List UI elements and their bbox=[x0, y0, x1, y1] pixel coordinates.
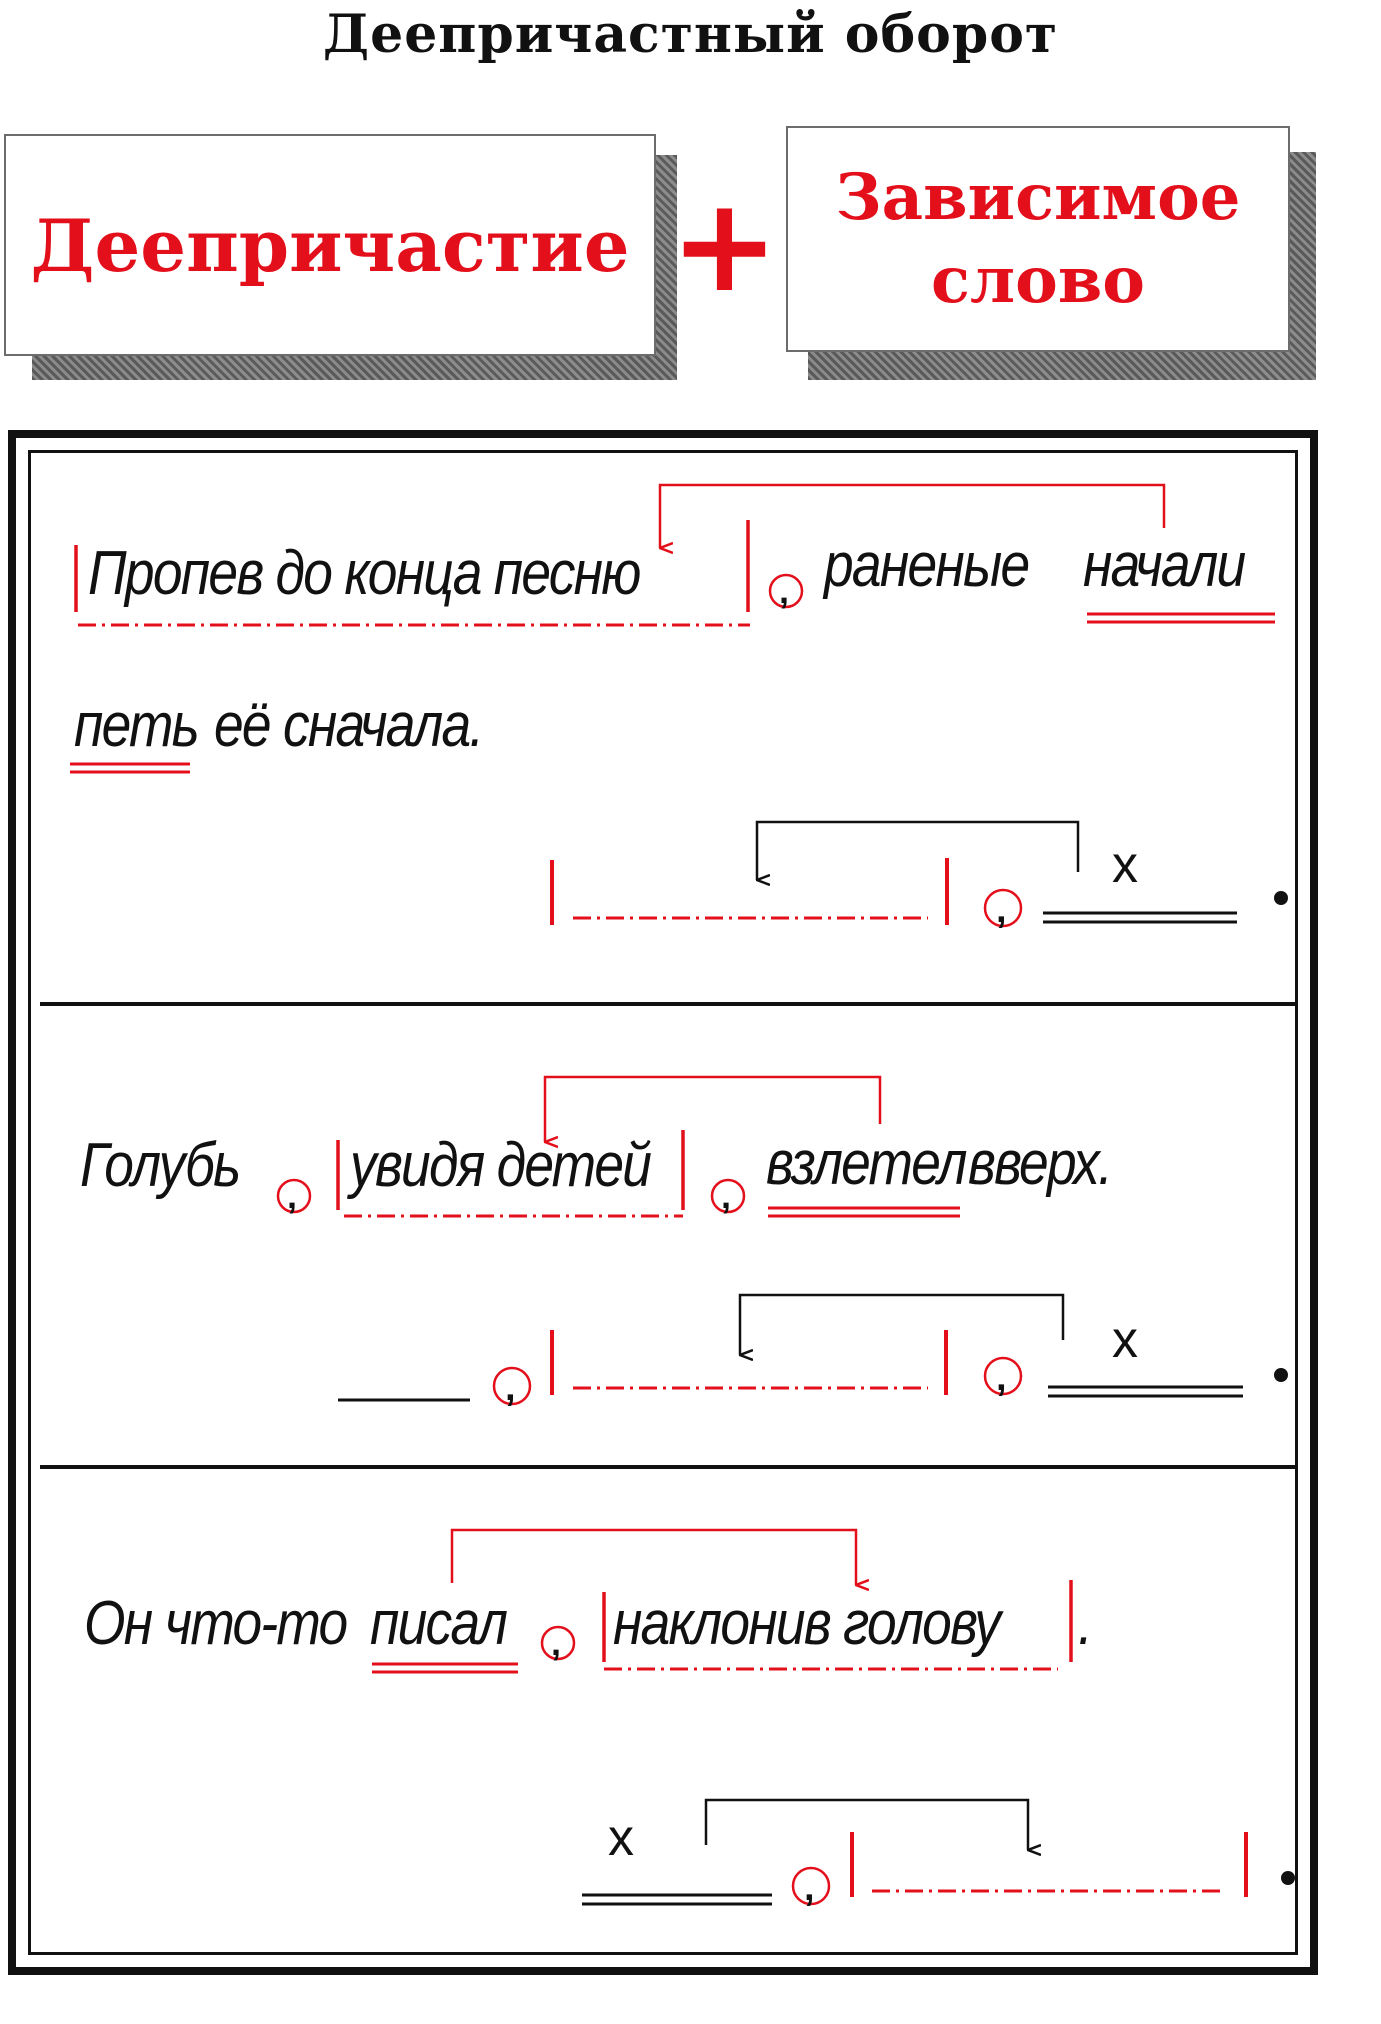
ex1-predicate-2: петь bbox=[74, 691, 200, 760]
ex2-comma-circle-2: , bbox=[710, 1175, 746, 1216]
ex1-predicate-underline bbox=[70, 612, 1275, 774]
ex3-predicate: писал bbox=[370, 1589, 508, 1658]
ex3-scheme-comma-circle: , bbox=[791, 1866, 831, 1909]
ex1-participle-phrase: Пропев до конца песню bbox=[88, 539, 641, 608]
ex1-dependency-arrow bbox=[658, 483, 1166, 548]
ex2-scheme-x: x bbox=[1112, 1311, 1138, 1369]
ex2-adverb: вверх. bbox=[968, 1129, 1113, 1198]
dependent-word-line1: Зависимое bbox=[835, 159, 1241, 235]
ex1-scheme-period bbox=[1274, 891, 1288, 905]
participle-box: Деепричастие bbox=[4, 134, 656, 356]
ex3-comma-circle: , bbox=[540, 1622, 576, 1663]
ex1-comma-circle: , bbox=[768, 570, 804, 611]
svg-text:,: , bbox=[804, 1867, 815, 1909]
ex2-comma-circle-1: , bbox=[276, 1175, 312, 1216]
separator-1 bbox=[40, 1002, 1295, 1006]
ex3-period: . bbox=[1078, 1589, 1093, 1658]
ex1-scheme-arrow bbox=[755, 820, 1080, 880]
ex1-scheme-x: x bbox=[1112, 836, 1138, 894]
ex3-scheme-predicate-line bbox=[582, 1893, 772, 1906]
ex2-participle-phrase: увидя детей bbox=[350, 1131, 652, 1200]
ex3-participle-phrase: наклонив голову bbox=[613, 1589, 1001, 1658]
svg-text:,: , bbox=[996, 889, 1007, 931]
plus-sign: + bbox=[670, 169, 779, 321]
ex1-scheme-comma-circle: , bbox=[983, 888, 1023, 931]
dependent-word-box: Зависимое слово bbox=[786, 126, 1290, 352]
examples-frame-inner bbox=[28, 450, 1298, 1955]
dependent-word-line2: слово bbox=[931, 243, 1145, 318]
svg-text:,: , bbox=[996, 1357, 1007, 1399]
ex2-dependency-arrow bbox=[543, 1075, 882, 1142]
svg-text:,: , bbox=[779, 570, 789, 611]
separator-2 bbox=[40, 1465, 1295, 1469]
examples-frame bbox=[8, 430, 1318, 1975]
svg-text:,: , bbox=[505, 1367, 516, 1409]
ex3-scheme-x: x bbox=[608, 1809, 634, 1867]
ex3-dependency-arrow bbox=[450, 1528, 856, 1585]
svg-text:,: , bbox=[721, 1175, 731, 1216]
ex2-subject: Голубь bbox=[80, 1131, 241, 1200]
participle-label: Деепричастие bbox=[30, 202, 630, 288]
ex3-predicate-underline bbox=[372, 1662, 518, 1674]
ex2-scheme-predicate-line bbox=[1048, 1385, 1243, 1398]
svg-text:,: , bbox=[551, 1622, 561, 1663]
ex2-predicate-underline bbox=[768, 1206, 960, 1218]
ex1-scheme-predicate-line bbox=[1043, 911, 1237, 924]
ex2-scheme-comma-circle-1: , bbox=[492, 1366, 532, 1409]
ex3-subject: Он что-то bbox=[84, 1589, 348, 1658]
ex2-scheme-comma-circle-2: , bbox=[983, 1356, 1023, 1399]
ex1-rest: её сначала. bbox=[214, 691, 484, 760]
ex2-scheme-arrow bbox=[738, 1293, 1065, 1355]
ex3-scheme-arrow bbox=[704, 1798, 1028, 1850]
ex1-predicate-1: начали bbox=[1083, 531, 1246, 600]
ex2-scheme-period bbox=[1274, 1368, 1288, 1382]
svg-text:,: , bbox=[287, 1175, 297, 1216]
ex2-predicate: взлетел bbox=[766, 1129, 967, 1198]
ex3-scheme-period bbox=[1281, 1871, 1295, 1885]
ex1-subject: раненые bbox=[824, 531, 1030, 600]
page-title: Деепричастный оборот bbox=[322, 4, 1059, 65]
